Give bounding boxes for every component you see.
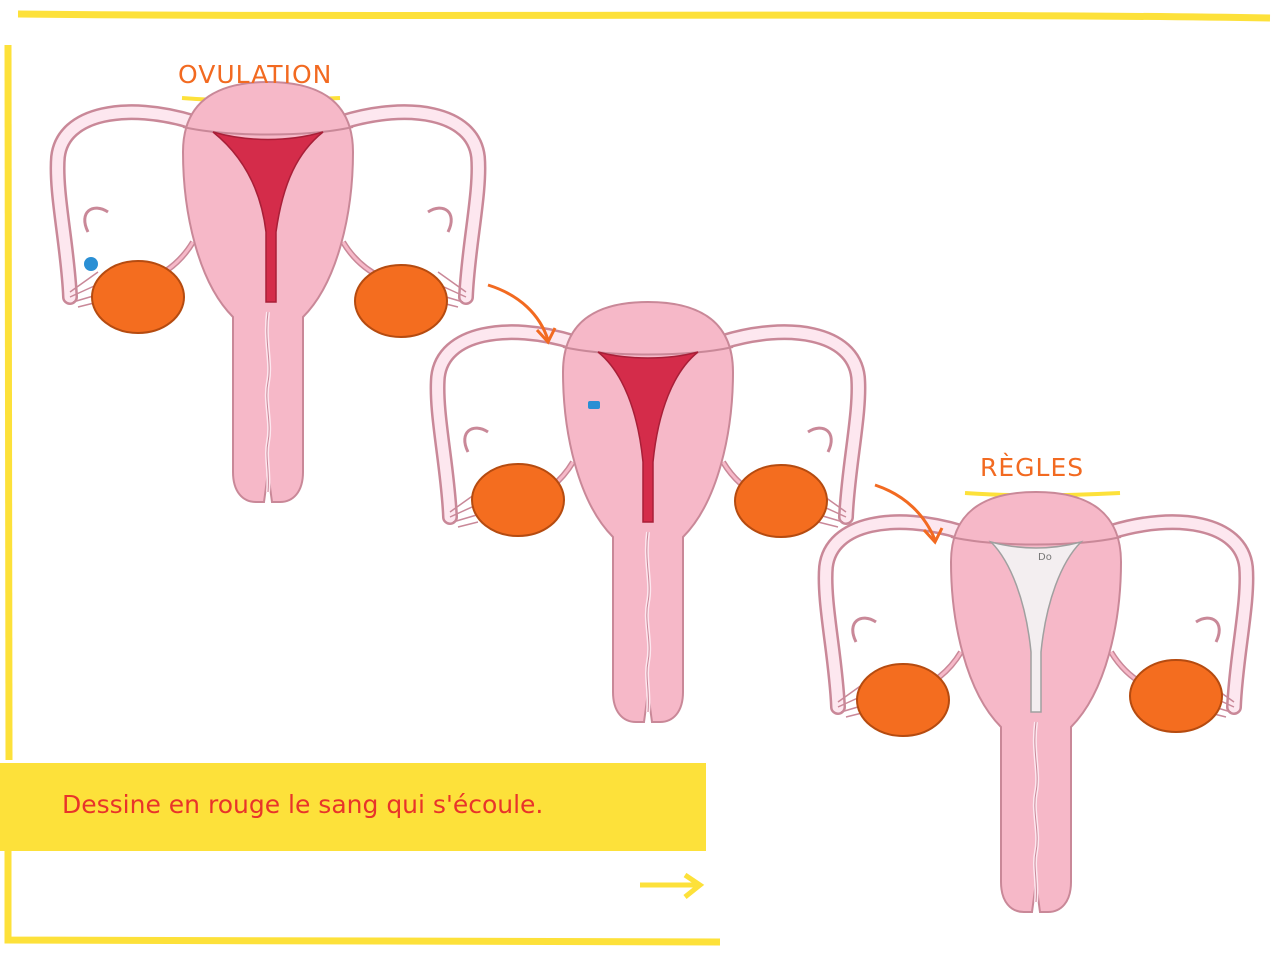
lining-mark: Do <box>1038 552 1052 563</box>
arrow-right-icon <box>640 875 700 897</box>
egg-cell <box>84 257 98 271</box>
ovary-left <box>857 664 949 736</box>
frame-bottom-line <box>8 851 720 942</box>
uterus-diagram-transit <box>438 302 859 722</box>
uterus-diagram-menstruation: Do <box>826 492 1247 912</box>
ovary-right <box>735 465 827 537</box>
frame-left-line <box>8 45 9 760</box>
frame-top-line <box>18 14 1270 18</box>
uterus-diagram-ovulation <box>58 82 479 502</box>
stage-title-ovulation: OVULATION <box>178 60 332 89</box>
arrow-curved-icon <box>875 485 942 542</box>
ovary-left <box>472 464 564 536</box>
ovary-right <box>1130 660 1222 732</box>
egg-cell <box>588 401 600 409</box>
instruction-text: Dessine en rouge le sang qui s'écoule. <box>62 790 543 819</box>
stage-title-regles: RÈGLES <box>980 453 1084 482</box>
ovary-left <box>92 261 184 333</box>
ovary-right <box>355 265 447 337</box>
